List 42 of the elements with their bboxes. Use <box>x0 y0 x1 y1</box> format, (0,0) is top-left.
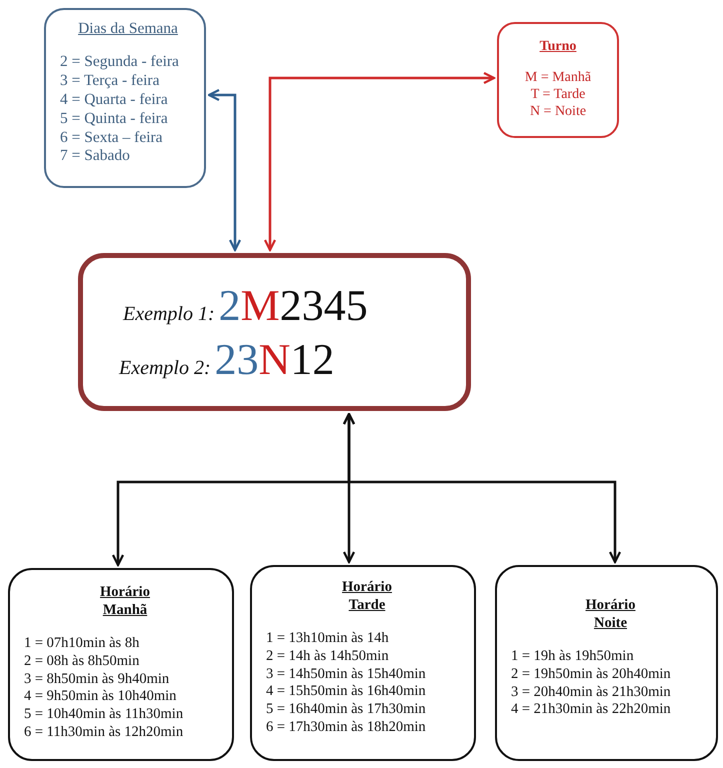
schedule-box <box>8 568 234 761</box>
list-item: 3 = 20h40min às 21h30min <box>511 684 672 702</box>
schedule-box <box>495 565 718 761</box>
example-label: Exemplo 1: <box>123 303 215 326</box>
list-item: 6 = Sexta – feira <box>60 128 164 148</box>
info-box <box>497 22 619 138</box>
list-item: 5 = Quinta - feira <box>60 110 169 129</box>
example-label: Exemplo 2: <box>119 357 211 380</box>
list-item: N = Noite <box>528 103 588 120</box>
schedule-box <box>250 565 476 761</box>
list-item: 3 = 14h50min às 15h40min <box>266 666 427 684</box>
list-item: 2 = Segunda - feira <box>60 52 180 72</box>
list-item: 6 = 17h30min às 18h20min <box>266 718 427 736</box>
arrow <box>208 88 242 252</box>
list-item: 4 = 9h50min às 10h40min <box>24 688 178 706</box>
list-item: 5 = 10h40min às 11h30min <box>24 706 184 724</box>
list-item: 6 = 11h30min às 12h20min <box>24 724 184 742</box>
list-item: 4 = 15h50min às 16h40min <box>266 683 427 702</box>
list-item: 1 = 07h10min às 8h <box>24 635 140 654</box>
list-item: T = Tarde <box>530 86 586 104</box>
box-heading: Horário Tarde <box>341 579 393 614</box>
box-heading: Turno <box>538 38 578 56</box>
box-heading: Horário Manhã <box>99 584 151 620</box>
list-item: 3 = Terça - feira <box>60 72 160 91</box>
list-item: 5 = 16h40min às 17h30min <box>266 701 427 719</box>
list-item: 1 = 13h10min às 14h <box>266 630 390 648</box>
box-heading: Dias da Semana <box>77 20 179 39</box>
list-item: 2 = 19h50min às 20h40min <box>511 666 672 684</box>
list-item: 4 = 21h30min às 22h20min <box>511 701 672 720</box>
list-item: 3 = 8h50min às 9h40min <box>24 670 170 688</box>
list-item: 1 = 19h às 19h50min <box>511 648 635 666</box>
list-item: 2 = 14h às 14h50min <box>266 648 390 666</box>
info-box <box>44 8 206 188</box>
arrow <box>264 72 496 252</box>
code-number: 2M2345 <box>218 280 368 331</box>
code-number: 23N12 <box>214 334 334 385</box>
example-box <box>78 253 471 411</box>
list-item: 4 = Quarta - feira <box>60 90 169 110</box>
list-item: 2 = 08h às 8h50min <box>24 653 140 671</box>
list-item: 7 = Sabado <box>60 147 131 166</box>
box-heading: Horário Noite <box>584 597 636 632</box>
list-item: M = Manhã <box>524 69 592 86</box>
